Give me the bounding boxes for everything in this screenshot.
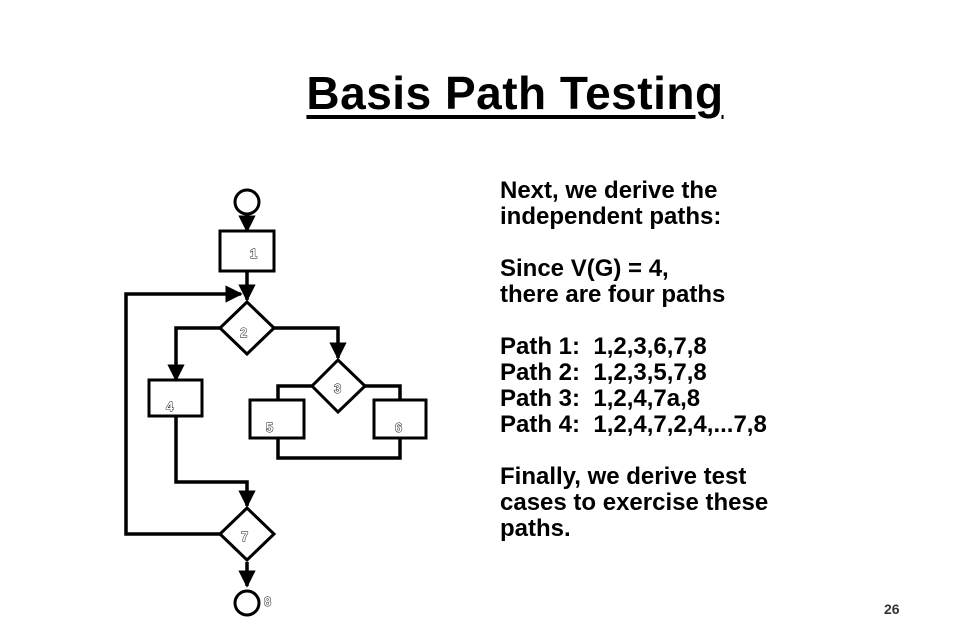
node-2: 2 <box>217 299 277 357</box>
spacer <box>500 230 940 256</box>
node-6-label: 6 <box>395 420 402 435</box>
edge-4-7 <box>174 416 256 508</box>
slide-title: Basis Path Testing <box>306 67 724 119</box>
node-2-label: 2 <box>240 325 247 340</box>
node-3: 3 <box>309 357 368 415</box>
edge-5-6-join <box>276 438 402 460</box>
path-1: Path 1: 1,2,3,6,7,8 <box>500 333 707 360</box>
node-3-label: 3 <box>334 381 341 396</box>
node-8-label: 8 <box>264 594 271 609</box>
explanation-text: Next, we derive the independent paths: S… <box>500 178 940 542</box>
spacer <box>500 438 940 464</box>
edge-3-6 <box>365 384 402 400</box>
node-4-label: 4 <box>166 399 174 414</box>
cyclomatic-line-2: there are four paths <box>500 281 726 308</box>
node-5: 5 <box>248 398 306 440</box>
page-number: 26 <box>884 601 900 617</box>
node-7: 7 <box>217 505 277 563</box>
final-line-1: Finally, we derive test <box>500 463 747 490</box>
node-7-label: 7 <box>241 529 248 544</box>
edge-2-3 <box>274 326 347 360</box>
flow-edges <box>124 214 402 588</box>
path-3: Path 3: 1,2,4,7a,8 <box>500 385 701 412</box>
intro-line-1: Next, we derive the <box>500 177 718 204</box>
edge-2-4 <box>167 326 220 382</box>
path-4: Path 4: 1,2,4,7,2,4,...7,8 <box>500 411 767 438</box>
edge-7-loop-2 <box>124 285 243 536</box>
node-1-label: 1 <box>250 246 257 261</box>
node-5-label: 5 <box>266 420 273 435</box>
path-2: Path 2: 1,2,3,5,7,8 <box>500 359 707 386</box>
final-line-3: paths. <box>500 515 571 542</box>
node-6: 6 <box>372 398 428 440</box>
start-node <box>233 188 261 216</box>
edge-3-5 <box>276 384 312 400</box>
node-8: 8 <box>233 589 272 617</box>
final-line-2: cases to exercise these <box>500 489 769 516</box>
node-1: 1 <box>218 229 276 273</box>
cyclomatic-line-1: Since V(G) = 4, <box>500 255 669 282</box>
node-4: 4 <box>147 378 204 418</box>
intro-line-2: independent paths: <box>500 203 722 230</box>
spacer <box>500 308 940 334</box>
